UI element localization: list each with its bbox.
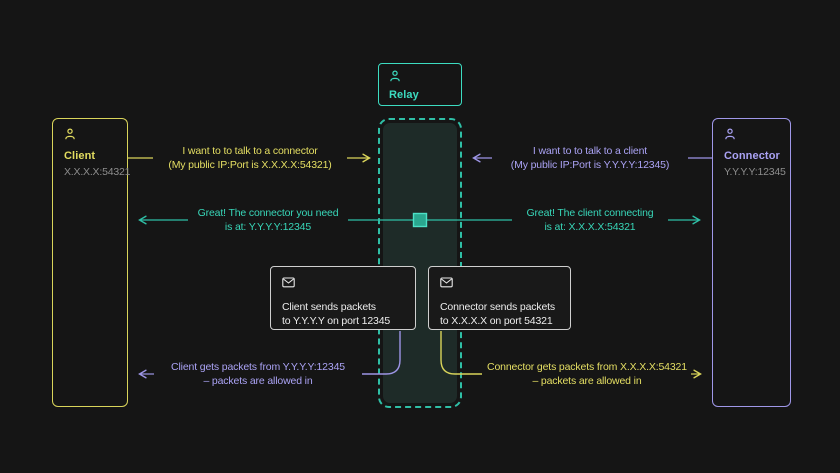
client-label: Client	[64, 150, 96, 162]
msg-client-hello: I want to to talk to a connector (My pub…	[168, 144, 331, 172]
msg-relay-to-client-line1: Great! The connector you need	[197, 207, 339, 219]
msg-relay-to-connector-line2: is at: X.X.X.X:54321	[544, 221, 636, 233]
msg-client-hello-line2: (My public IP:Port is X.X.X.X:54321)	[168, 159, 332, 171]
msg-relay-to-client: Great! The connector you need is at: Y.Y…	[198, 206, 339, 234]
msg-client-gets-line1: Client gets packets from Y.Y.Y.Y:12345	[171, 361, 345, 373]
person-icon	[724, 128, 779, 144]
relay-node: Relay	[378, 63, 462, 106]
msg-connector-hello: I want to to talk to a client (My public…	[510, 144, 670, 172]
note-client-sends-line1: Client sends packets	[282, 300, 376, 313]
note-client-sends-line2: to Y.Y.Y.Y on port 12345	[282, 315, 391, 327]
connector-label: Connector	[724, 150, 780, 162]
msg-relay-to-client-line2: is at: Y.Y.Y.Y:12345	[224, 221, 312, 233]
note-client-sends: Client sends packets to Y.Y.Y.Y on port …	[270, 266, 416, 330]
msg-connector-hello-line2: (My public IP:Port is Y.Y.Y.Y:12345)	[510, 159, 670, 171]
note-connector-sends: Connector sends packets to X.X.X.X on po…	[428, 266, 571, 330]
person-icon	[389, 70, 451, 86]
envelope-icon	[440, 277, 559, 293]
msg-client-gets: Client gets packets from Y.Y.Y.Y:12345 –…	[171, 360, 345, 388]
msg-connector-gets-line1: Connector gets packets from X.X.X.X:5432…	[487, 361, 687, 373]
msg-client-hello-line1: I want to to talk to a connector	[182, 145, 318, 157]
msg-connector-hello-line1: I want to to talk to a client	[532, 145, 648, 157]
person-icon	[64, 128, 116, 144]
msg-relay-to-connector-line1: Great! The client connecting	[526, 207, 654, 219]
msg-connector-gets-line2: – packets are allowed in	[532, 375, 642, 387]
connector-address: Y.Y.Y.Y:12345	[724, 166, 786, 178]
note-connector-sends-line2: to X.X.X.X on port 54321	[440, 315, 553, 327]
connector-node: Connector Y.Y.Y.Y:12345	[712, 118, 791, 407]
relay-lane-fill	[383, 123, 457, 403]
client-address: X.X.X.X:54321	[64, 166, 131, 178]
msg-relay-to-connector: Great! The client connecting is at: X.X.…	[527, 206, 654, 234]
envelope-icon	[282, 277, 404, 293]
msg-connector-gets: Connector gets packets from X.X.X.X:5432…	[487, 360, 687, 388]
relay-lane	[378, 118, 462, 408]
relay-label: Relay	[389, 89, 419, 101]
client-node: Client X.X.X.X:54321	[52, 118, 131, 407]
msg-client-gets-line2: – packets are allowed in	[203, 375, 313, 387]
note-connector-sends-line1: Connector sends packets	[440, 300, 556, 313]
